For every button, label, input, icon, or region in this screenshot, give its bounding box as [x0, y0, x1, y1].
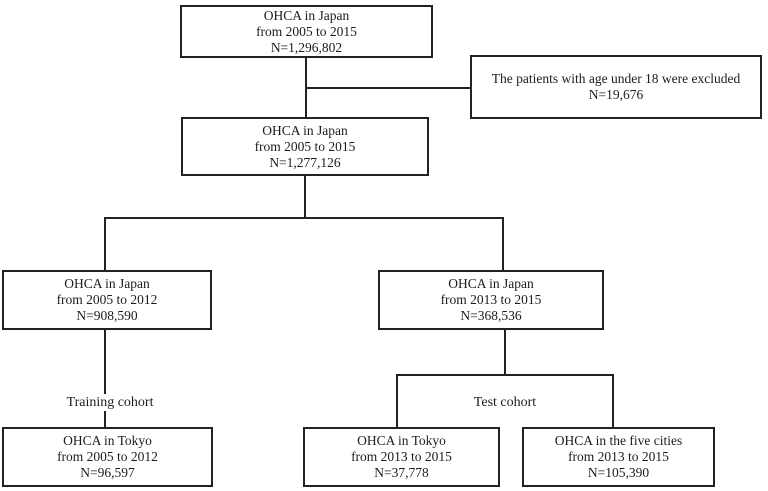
box-text-line: from 2005 to 2015: [256, 23, 357, 39]
box-text-line: from 2005 to 2015: [254, 138, 356, 154]
box-text-line: N=37,778: [374, 465, 429, 480]
connector-split2-horizontal: [396, 374, 614, 376]
box-text-line: from 2005 to 2012: [57, 449, 158, 464]
box-text-line: from 2005 to 2012: [56, 292, 158, 307]
box-text-line: OHCA in Tokyo: [357, 433, 446, 448]
box-text-line: OHCA in Japan: [64, 276, 150, 291]
flow-box-ohca-japan-2013-2015: OHCA in Japan from 2013 to 2015 N=368,53…: [378, 270, 604, 330]
box-text-line: OHCA in Japan: [448, 276, 534, 291]
box-text-line: from 2013 to 2015: [568, 449, 669, 464]
box-text-line: OHCA in Japan: [263, 7, 350, 23]
flow-box-ohca-five-cities-2013-2015: OHCA in the five cities from 2013 to 201…: [522, 427, 715, 487]
connector-split1-left-drop: [104, 217, 106, 270]
box-text-line: OHCA in Tokyo: [63, 433, 152, 448]
box-text-line: from 2013 to 2015: [440, 292, 542, 307]
connector-training-drop: [104, 330, 106, 427]
box-text-line: OHCA in the five cities: [554, 433, 683, 448]
box-text-line: from 2013 to 2015: [351, 449, 452, 464]
connector-split2-left-drop: [396, 374, 398, 427]
flow-box-ohca-japan-initial: OHCA in Japan from 2005 to 2015 N=1,296,…: [180, 5, 433, 58]
flow-box-ohca-japan-2005-2012: OHCA in Japan from 2005 to 2012 N=908,59…: [2, 270, 212, 330]
box-text-line: N=1,296,802: [270, 39, 343, 55]
connector-split1-horizontal: [104, 217, 504, 219]
box-text-line: N=19,676: [588, 87, 644, 102]
connector-test-stem: [504, 330, 506, 376]
connector-split2-right-drop: [612, 374, 614, 427]
connector-filtered-to-split: [304, 176, 306, 219]
box-text-line: N=105,390: [587, 465, 650, 480]
connector-split1-right-drop: [502, 217, 504, 270]
flow-box-ohca-japan-after-exclusion: OHCA in Japan from 2005 to 2015 N=1,277,…: [181, 117, 429, 176]
box-text-line: The patients with age under 18 were excl…: [491, 71, 741, 86]
box-text-line: N=96,597: [80, 465, 135, 480]
box-text-line: N=1,277,126: [269, 154, 341, 170]
training-cohort-label: Training cohort: [59, 394, 161, 411]
flow-box-ohca-tokyo-2005-2012: OHCA in Tokyo from 2005 to 2012 N=96,597: [2, 427, 213, 487]
flow-box-excluded-patients: The patients with age under 18 were excl…: [470, 55, 762, 119]
connector-branch-to-excluded: [305, 87, 470, 89]
box-text-line: OHCA in Japan: [262, 122, 348, 138]
box-text-line: N=908,590: [76, 308, 138, 323]
flow-box-ohca-tokyo-2013-2015: OHCA in Tokyo from 2013 to 2015 N=37,778: [303, 427, 500, 487]
test-cohort-label: Test cohort: [466, 394, 544, 411]
box-text-line: N=368,536: [460, 308, 522, 323]
